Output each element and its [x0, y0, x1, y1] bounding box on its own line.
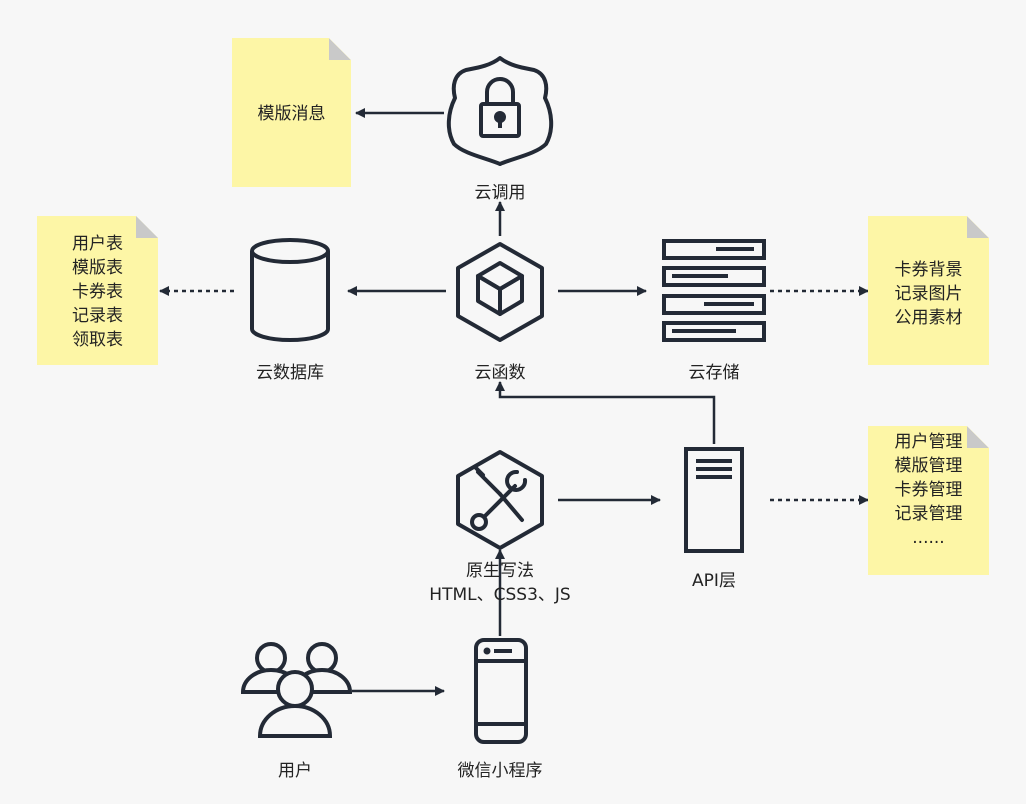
note-line: 模版消息 [257, 104, 326, 124]
server-stack-icon [662, 239, 766, 342]
arrow-api-to-function [495, 381, 716, 444]
shield-lock-icon [446, 56, 554, 166]
note-line: 卡券管理 [894, 480, 963, 500]
note-line: 记录图片 [894, 284, 963, 304]
cube-hexagon-icon [456, 242, 544, 342]
label-mini-program: 微信小程序 [457, 761, 543, 781]
mobile-phone-icon [474, 638, 528, 744]
note-line: ...... [912, 528, 945, 548]
note-line: 记录表 [72, 306, 123, 326]
label-cloud-database: 云数据库 [256, 363, 324, 383]
note-line: 卡券表 [72, 282, 123, 302]
database-cylinder-icon [250, 238, 330, 342]
note-database-tables: 用户表 模版表 卡券表 记录表 领取表 [37, 216, 158, 365]
note-line: 模版管理 [894, 456, 963, 476]
label-cloud-function: 云函数 [474, 363, 526, 383]
note-line: 领取表 [72, 330, 123, 350]
note-template-message: 模版消息 [232, 38, 351, 187]
note-line: 记录管理 [894, 504, 963, 524]
note-line: 用户表 [72, 234, 123, 254]
label-cloud-storage: 云存储 [688, 363, 740, 383]
note-line: 用户管理 [894, 432, 963, 452]
note-line: 模版表 [72, 258, 123, 278]
server-tower-icon [684, 447, 744, 553]
label-api-layer: API层 [692, 571, 736, 591]
note-storage-assets: 卡券背景 记录图片 公用素材 [868, 216, 989, 365]
note-line: 公用素材 [894, 308, 963, 328]
label-native-tech: HTML、CSS3、JS [429, 585, 571, 605]
note-line: 卡券背景 [894, 260, 963, 280]
label-cloud-call: 云调用 [474, 183, 526, 203]
tools-hexagon-icon [456, 450, 544, 550]
users-group-icon [240, 642, 353, 738]
label-user: 用户 [278, 761, 312, 781]
note-api-management: 用户管理 模版管理 卡券管理 记录管理 ...... [868, 426, 989, 575]
label-native-method: 原生写法 [466, 561, 534, 581]
